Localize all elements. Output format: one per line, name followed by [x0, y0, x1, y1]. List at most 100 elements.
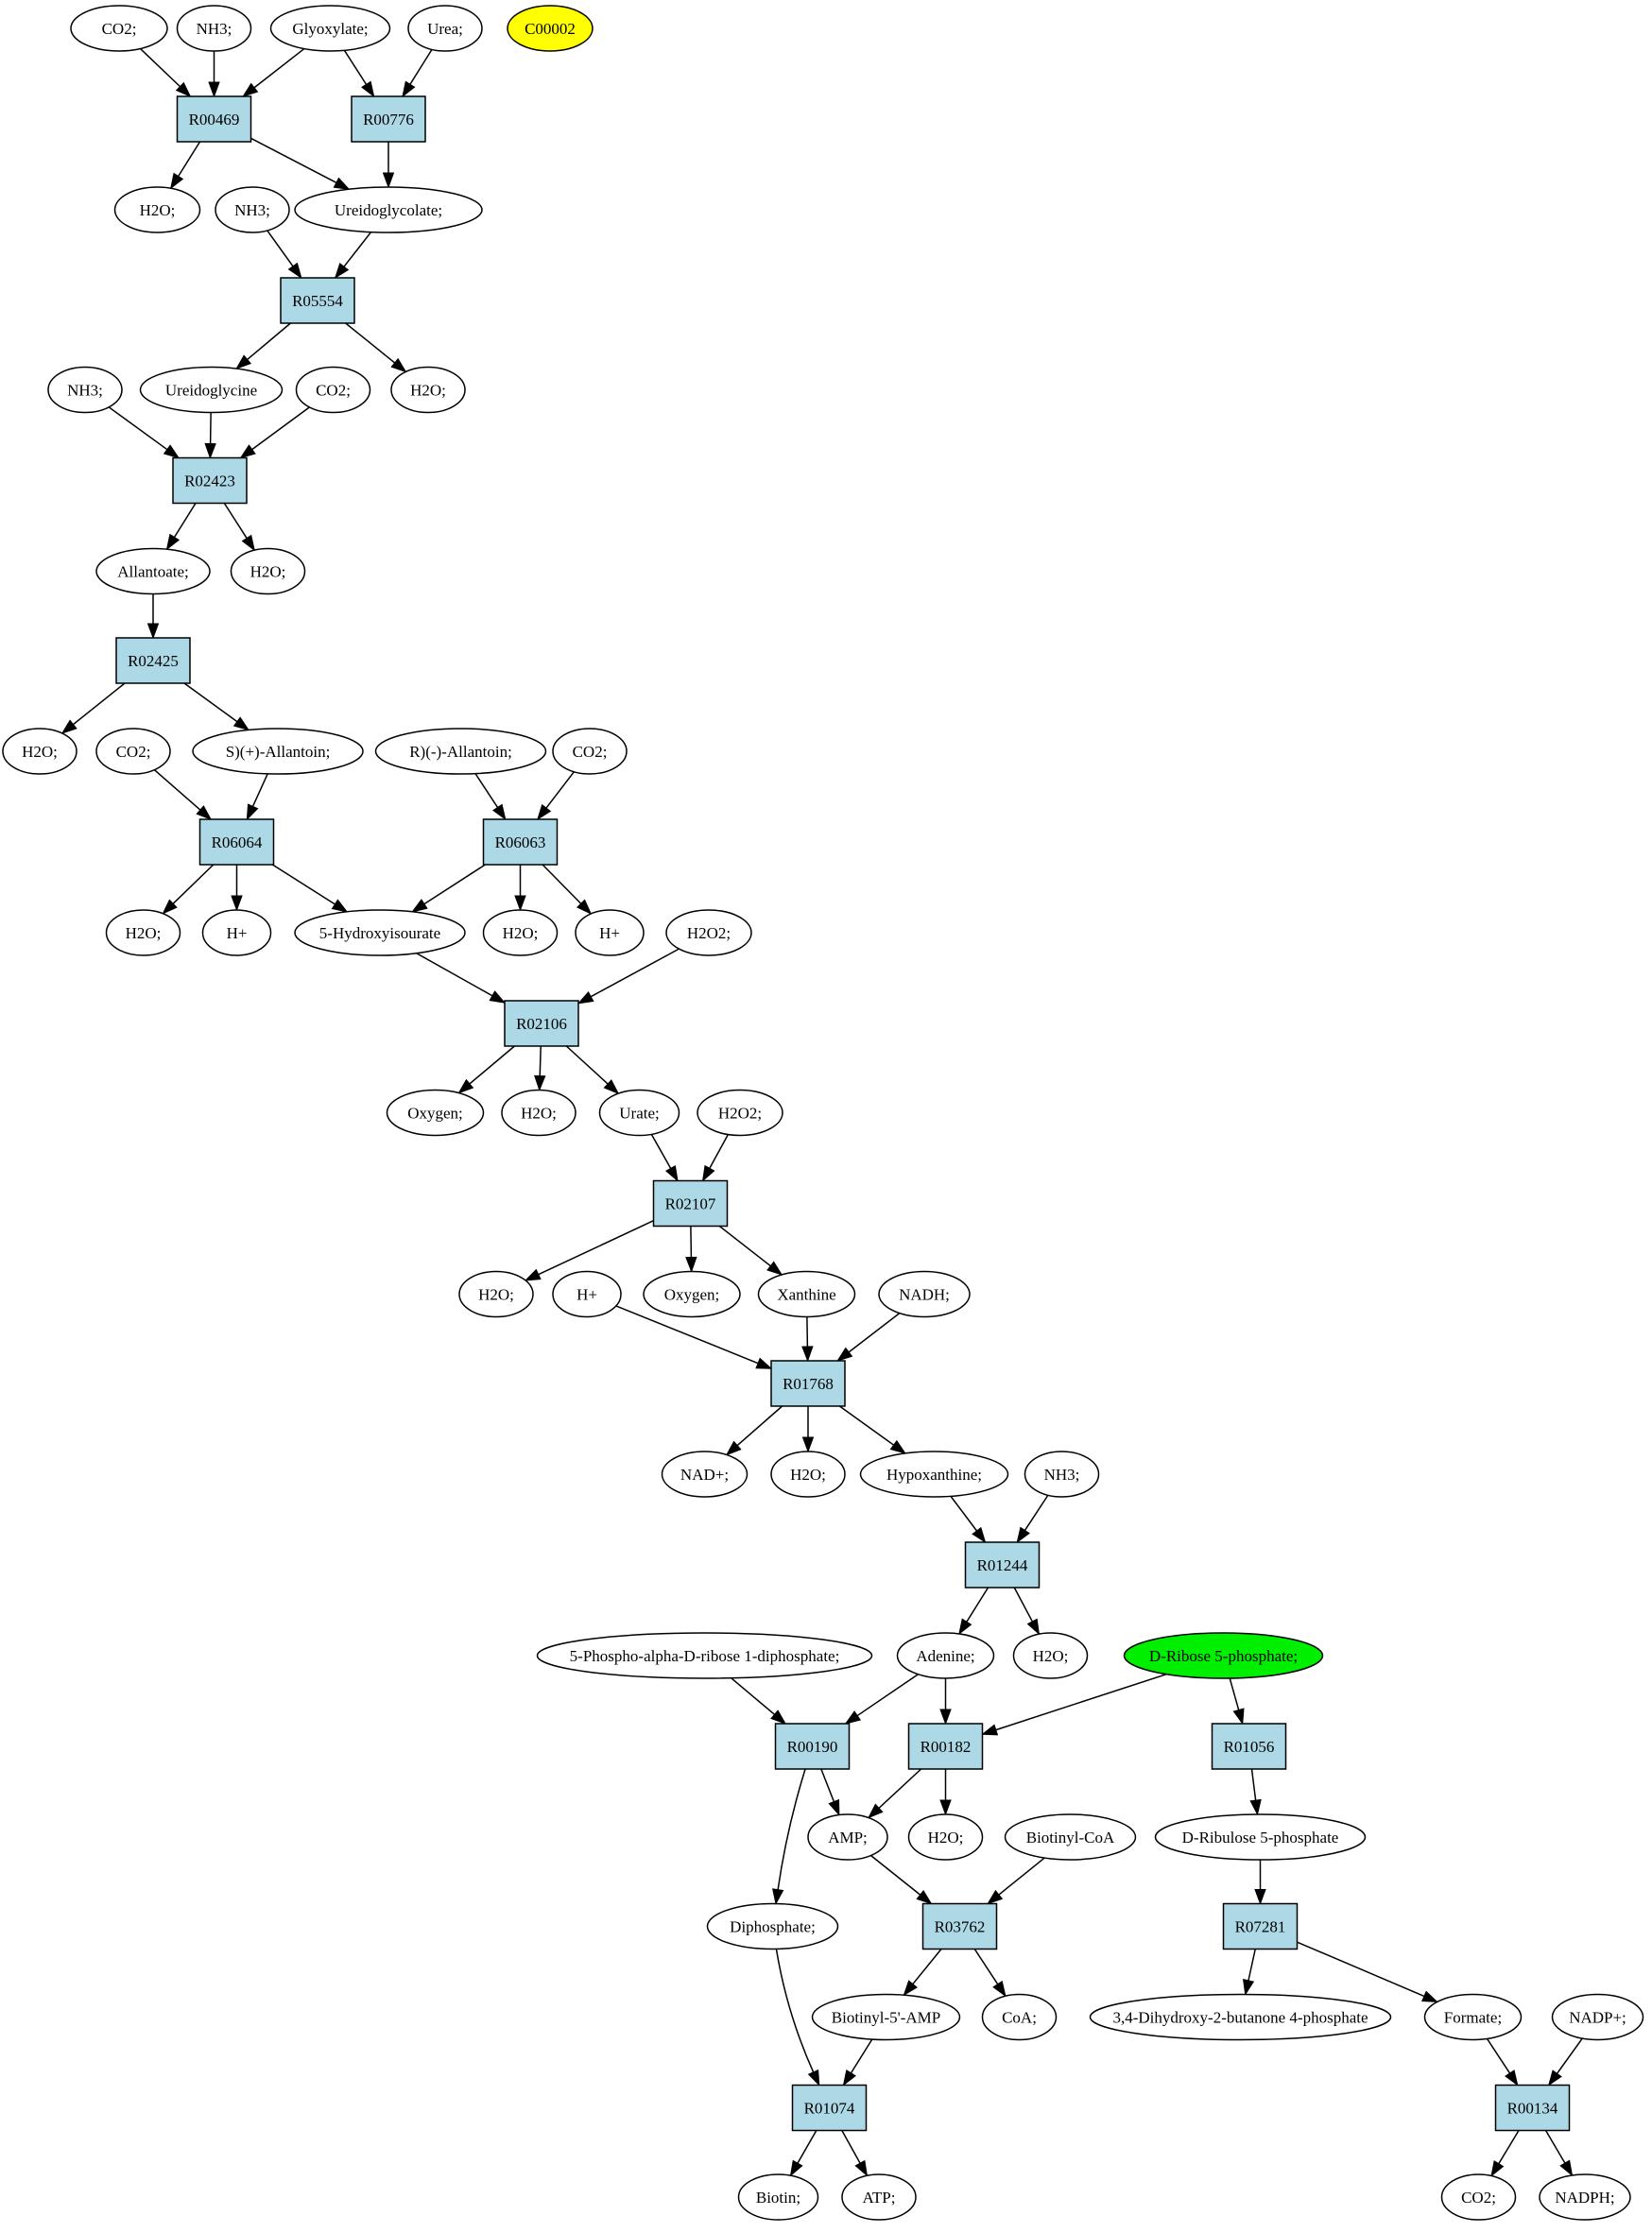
compound-node-c-diphosphate[interactable]: Diphosphate; [706, 1902, 839, 1950]
edge-r02425-to-c-s-allantoin [183, 682, 250, 731]
compound-node-c-nh3-1[interactable]: NH3; [176, 5, 252, 52]
compound-node-c-adenine[interactable]: Adenine; [896, 1632, 995, 1679]
compound-node-c-atp[interactable]: ATP; [841, 2173, 917, 2221]
compound-node-c-glyoxylate[interactable]: Glyoxylate; [269, 5, 391, 52]
arrowhead-icon [492, 803, 507, 821]
reaction-node-r01074[interactable]: R01074 [791, 2084, 868, 2132]
reaction-node-r06064[interactable]: R06064 [198, 818, 275, 866]
arrowhead-icon [603, 1079, 620, 1095]
compound-node-c-h2o2-2[interactable]: H2O2; [697, 1089, 783, 1137]
compound-node-c-prpp[interactable]: 5-Phospho-alpha-D-ribose 1-diphosphate; [536, 1632, 873, 1679]
reaction-node-r00776[interactable]: R00776 [351, 95, 426, 143]
compound-node-c-hypoxanthine[interactable]: Hypoxanthine; [859, 1451, 1009, 1498]
compound-node-c-coa[interactable]: CoA; [981, 1993, 1058, 2041]
compound-ellipse [201, 909, 272, 956]
compound-node-c-h2o-11[interactable]: H2O; [907, 1813, 984, 1861]
compound-node-c-nadplus[interactable]: NAD+; [661, 1451, 749, 1498]
compound-node-c-biotinyl-amp[interactable]: Biotinyl-5'-AMP [811, 1993, 961, 2041]
reaction-node-r02106[interactable]: R02106 [504, 1000, 579, 1047]
compound-node-c-s-allantoin[interactable]: S)(+)-Allantoin; [192, 728, 364, 775]
reaction-node-r01056[interactable]: R01056 [1211, 1723, 1287, 1770]
compound-node-c-xanthine[interactable]: Xanthine [757, 1270, 856, 1318]
compound-node-c-urea[interactable]: Urea; [407, 5, 483, 52]
compound-node-c-nh3-4[interactable]: NH3; [1024, 1451, 1100, 1498]
compound-node-c-h2o-3[interactable]: H2O; [230, 547, 306, 595]
compound-node-c-formate[interactable]: Formate; [1423, 1993, 1523, 2041]
edge-r06064-to-c-hydroxyisourate [271, 864, 349, 913]
compound-node-c-hydroxyisourate[interactable]: 5-Hydroxyisourate [294, 909, 466, 956]
edge-line [1297, 1941, 1425, 1998]
edge-r07281-to-c-formate [1297, 1941, 1439, 2002]
node-label: AMP; [828, 1829, 868, 1847]
edge-r01074-to-c-biotin [789, 2130, 817, 2177]
node-label: CoA; [1002, 2009, 1037, 2027]
compound-node-c-hplus-3[interactable]: H+ [552, 1270, 622, 1318]
compound-node-c-ureidoglycolate[interactable]: Ureidoglycolate; [294, 186, 483, 233]
compound-node-c-h2o-7[interactable]: H2O; [501, 1089, 576, 1137]
node-label: H+ [599, 924, 620, 942]
compound-node-c-h2o-10[interactable]: H2O; [1012, 1632, 1089, 1679]
compound-node-c-h2o2-1[interactable]: H2O2; [665, 909, 752, 956]
edge-line [1486, 2038, 1511, 2074]
reaction-node-r03762[interactable]: R03762 [921, 1902, 998, 1950]
compound-node-c-nh3-2[interactable]: NH3; [215, 186, 290, 233]
compound-node-c-h2o-4[interactable]: H2O; [2, 728, 77, 775]
compound-node-c-co2-5[interactable]: CO2; [1440, 2173, 1517, 2221]
compound-node-c-oxygen-1[interactable]: Oxygen; [386, 1089, 485, 1137]
compound-node-c-h2o-5[interactable]: H2O; [105, 909, 181, 956]
reaction-node-r02107[interactable]: R02107 [652, 1179, 729, 1228]
edge-c-h2o2-2-to-r02107 [701, 1134, 730, 1182]
compound-node-c-amp[interactable]: AMP; [807, 1813, 888, 1861]
compound-node-c-co2-1[interactable]: CO2; [70, 5, 168, 52]
reaction-node-r00190[interactable]: R00190 [774, 1723, 851, 1770]
compound-ellipse [501, 1089, 576, 1137]
compound-node-c-h2o-1[interactable]: H2O; [113, 186, 201, 233]
compound-node-c-r-allantoin[interactable]: R)(-)-Allantoin; [374, 728, 547, 775]
compound-node-c-dhbp[interactable]: 3,4-Dihydroxy-2-butanone 4-phosphate [1089, 1993, 1392, 2041]
compound-node-c-ribulose5p[interactable]: D-Ribulose 5-phosphate [1154, 1813, 1367, 1861]
compound-ellipse [294, 909, 466, 956]
reaction-node-r05554[interactable]: R05554 [280, 277, 355, 324]
compound-node-c-nadh[interactable]: NADH; [878, 1270, 971, 1318]
reaction-node-r00134[interactable]: R00134 [1494, 2084, 1571, 2132]
reaction-node-r01244[interactable]: R01244 [964, 1541, 1041, 1589]
compound-node-c-hplus-1[interactable]: H+ [201, 909, 272, 956]
reaction-node-r00182[interactable]: R00182 [907, 1723, 984, 1770]
node-label: CO2; [1461, 2189, 1496, 2207]
compound-node-c-ribose5p[interactable]: D-Ribose 5-phosphate; [1123, 1632, 1324, 1679]
compound-node-c-biotin[interactable]: Biotin; [737, 2173, 819, 2221]
compound-node-c-h2o-8[interactable]: H2O; [458, 1270, 534, 1318]
compound-node-c-ureidoglycine[interactable]: Ureidoglycine [139, 366, 284, 414]
compound-node-c-h2o-2[interactable]: H2O; [390, 366, 466, 414]
edge-c-s-allantoin-to-r06064 [246, 773, 268, 821]
node-label: Oxygen; [407, 1105, 463, 1123]
reaction-node-r07281[interactable]: R07281 [1222, 1902, 1299, 1950]
compound-node-c-urate[interactable]: Urate; [598, 1089, 680, 1137]
reaction-node-r02423[interactable]: R02423 [172, 456, 248, 505]
compound-ellipse [1440, 2173, 1517, 2221]
compound-node-c-hplus-2[interactable]: H+ [575, 909, 645, 956]
compound-node-c-nadph[interactable]: NADPH; [1539, 2173, 1631, 2221]
node-label: NADP+; [1569, 2009, 1626, 2027]
compound-node-c-c00002[interactable]: C00002 [507, 5, 594, 52]
compound-node-c-biotinyl-coa[interactable]: Biotinyl-CoA [1004, 1813, 1137, 1861]
reaction-node-r01768[interactable]: R01768 [770, 1360, 846, 1407]
node-label: H+ [227, 924, 248, 942]
reaction-node-r06063[interactable]: R06063 [482, 818, 559, 866]
node-label: 5-Hydroxyisourate [319, 924, 440, 942]
reaction-box [504, 1000, 579, 1047]
edge-line [731, 1677, 776, 1715]
compound-node-c-co2-3[interactable]: CO2; [95, 728, 171, 775]
compound-node-c-nadpplus[interactable]: NADP+; [1551, 1993, 1644, 2041]
reaction-node-r00469[interactable]: R00469 [176, 95, 252, 143]
compound-node-c-oxygen-2[interactable]: Oxygen; [643, 1270, 741, 1318]
compound-node-c-h2o-6[interactable]: H2O; [482, 909, 559, 956]
reaction-node-r02425[interactable]: R02425 [115, 637, 191, 684]
compound-node-c-h2o-9[interactable]: H2O; [770, 1451, 846, 1498]
compound-node-c-co2-4[interactable]: CO2; [552, 728, 628, 775]
arrowhead-icon [382, 172, 395, 189]
compound-node-c-allantoate[interactable]: Allantoate; [95, 547, 211, 595]
compound-node-c-nh3-3[interactable]: NH3; [47, 366, 123, 414]
compound-node-c-co2-2[interactable]: CO2; [295, 366, 371, 414]
edge-r00469-to-c-ureidoglycolate [250, 137, 351, 190]
